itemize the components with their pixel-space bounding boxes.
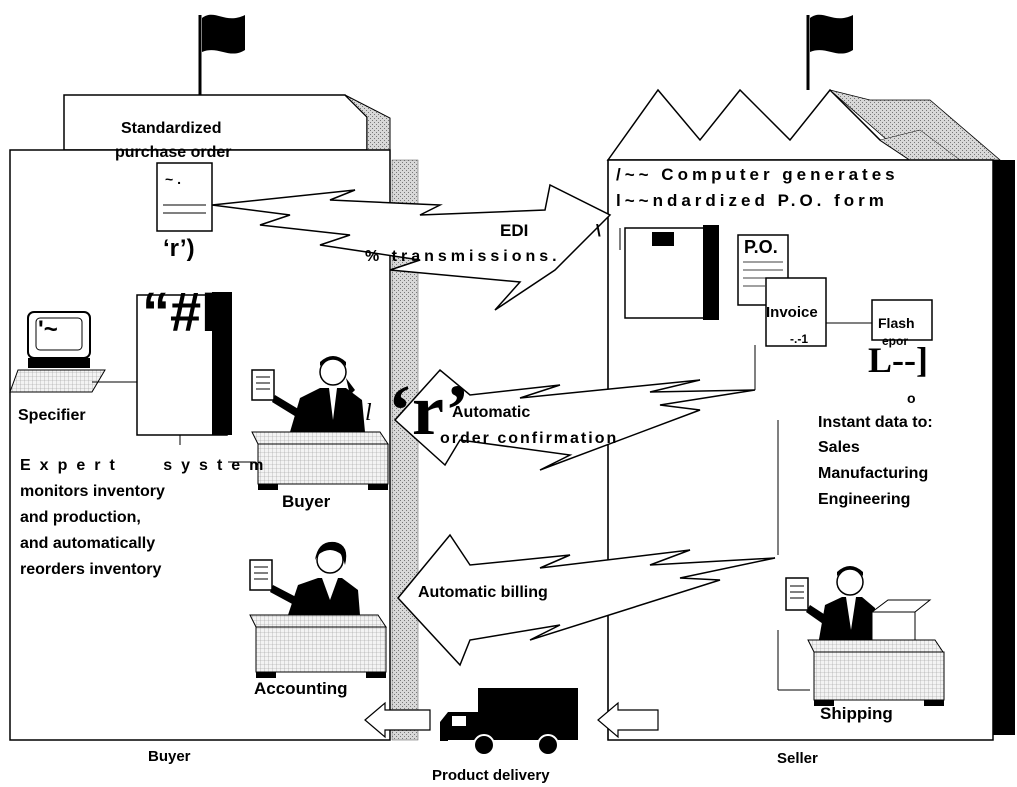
seller-caption: Seller [777, 750, 818, 767]
automatic-order-label-1: Automatic [452, 404, 531, 421]
po-document-glyph: ~ . [165, 171, 181, 187]
expert-system-computer-icon [136, 292, 255, 463]
instant-data-label-1: Instant data to: [818, 414, 933, 431]
specifier-terminal-icon [9, 311, 137, 393]
flash-report-document-icon [871, 299, 933, 341]
buyer-person-icon [251, 356, 365, 432]
accounting-person-icon [249, 541, 360, 615]
invoice-document-icon [765, 277, 872, 347]
instant-data-label-2: Sales [818, 439, 860, 456]
expert-system-label-1: Expert system [20, 457, 273, 474]
shipping-box-icon [870, 599, 932, 641]
hash-artifact: “#I [142, 280, 217, 343]
expert-system-label-5: reorders inventory [20, 561, 162, 578]
ital-one-glyph: l [365, 400, 372, 426]
automatic-order-label-2: order confirmation [440, 430, 619, 447]
automatic-billing-label: Automatic billing [418, 584, 548, 601]
seller-flag-icon [806, 14, 853, 90]
transmissions-label: % transmissions. [365, 248, 561, 265]
invoice-label: Invoice [766, 304, 818, 321]
specifier-label: Specifier [18, 407, 86, 424]
edi-transmission-arrow [211, 183, 612, 311]
computer-generates-label-1: /~~ Computer generates [616, 165, 899, 184]
computer-generates-label-2: l~~ndardized P.O. form [616, 191, 888, 210]
accounting-desk-icon [249, 614, 387, 678]
shipping-person-icon [785, 566, 878, 645]
instant-data-label-3: Manufacturing [818, 465, 929, 482]
buyer-flag-icon [198, 14, 245, 95]
buyer-building [9, 94, 419, 741]
monitor-glyph: '~ [38, 316, 58, 343]
delivery-arrow-left-icon [364, 701, 431, 739]
po-label: P.O. [744, 237, 778, 257]
invoice-sub-label: -.-1 [790, 332, 808, 346]
instant-data-label-4: Engineering [818, 491, 911, 508]
flash-report-label-2: epor [882, 334, 909, 348]
shipping-desk-icon [807, 639, 945, 706]
buyer-desk-icon [251, 431, 389, 490]
seller-computer-icon [619, 225, 719, 320]
billing-arrow [397, 420, 810, 691]
buyer-caption: Buyer [148, 748, 191, 765]
flash-report-symbol: L--] [868, 340, 928, 380]
delivery-truck-icon [440, 688, 578, 756]
expert-system-label-2: monitors inventory [20, 483, 165, 500]
delivery-arrow-right-icon [597, 701, 659, 739]
accounting-label: Accounting [254, 679, 348, 698]
expert-system-label-3: and production, [20, 509, 141, 526]
expert-system-label-4: and automatically [20, 535, 156, 552]
r-glyph-small: ‘r’) [163, 235, 195, 262]
edi-slash-label: \ [596, 221, 601, 240]
standardized-po-label-1: Standardized [121, 120, 222, 137]
order-confirmation-arrow [393, 345, 756, 471]
flash-report-label-1: Flash [878, 315, 915, 331]
shipping-label: Shipping [820, 704, 893, 723]
standardized-po-label-2: purchase order [115, 144, 232, 161]
product-delivery-label: Product delivery [432, 767, 550, 784]
buyer-desk-label: Buyer [282, 492, 331, 511]
purchase-order-document-icon [156, 162, 213, 232]
r-glyph-large: ‘r’ [388, 370, 470, 450]
flash-o-label: o [907, 390, 916, 406]
edi-label: EDI [500, 221, 529, 240]
